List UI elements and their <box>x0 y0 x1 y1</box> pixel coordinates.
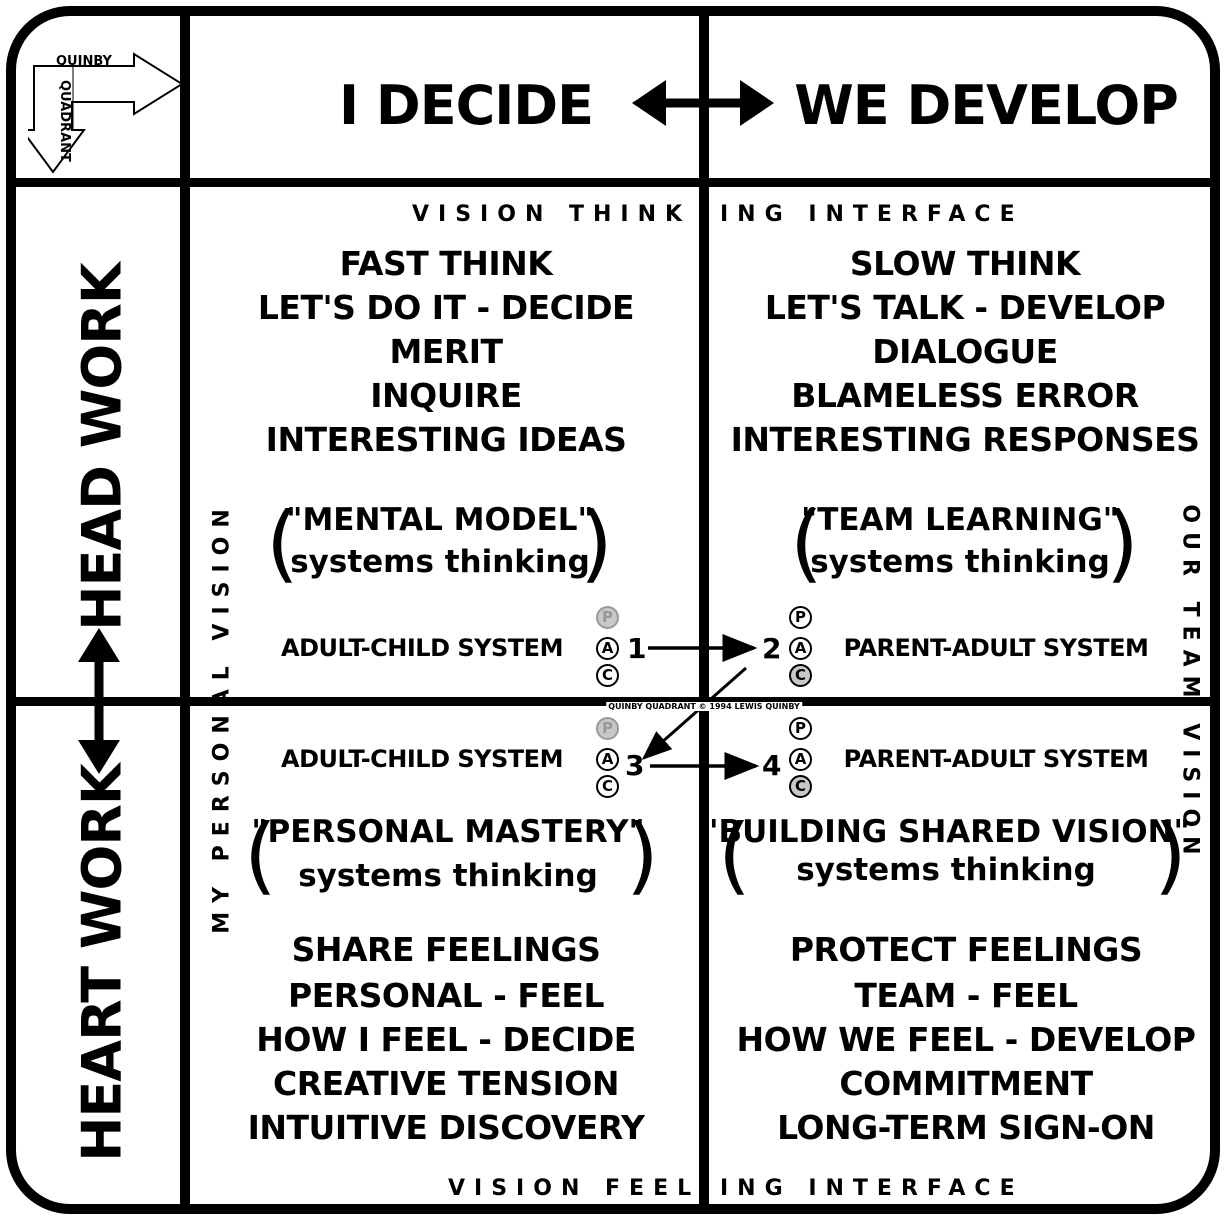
tr-item-2: LET'S TALK - DEVELOP <box>764 288 1166 327</box>
header-we-develop: WE DEVELOP <box>794 74 1179 137</box>
tl-model-title: "MENTAL MODEL" <box>286 502 594 538</box>
bl-model-sub: systems thinking <box>298 858 598 894</box>
double-arrow-horizontal-icon <box>632 80 774 126</box>
label-ing-interface-top: ING INTERFACE <box>720 202 1024 227</box>
br-item-3: HOW WE FEEL - DEVELOP <box>736 1020 1196 1059</box>
tr-close-paren: ) <box>1106 494 1139 592</box>
header-i-decide: I DECIDE <box>338 74 594 137</box>
tl-item-3: MERIT <box>389 332 503 371</box>
tl-close-paren: ) <box>580 494 613 592</box>
bl-item-3: HOW I FEEL - DECIDE <box>256 1020 636 1059</box>
horizontal-divider-middle <box>12 697 1220 706</box>
pac-1-number: 1 <box>627 632 647 665</box>
pac-2-adult: A <box>789 637 812 660</box>
tl-item-2: LET'S DO IT - DECIDE <box>257 288 635 327</box>
tr-item-4: BLAMELESS ERROR <box>791 376 1139 415</box>
pac-1-parent: P <box>596 606 619 629</box>
tr-model-title: "TEAM LEARNING" <box>801 502 1119 538</box>
br-close-paren: ) <box>1154 806 1187 904</box>
tr-item-3: DIALOGUE <box>872 332 1058 371</box>
bl-item-5: INTUITIVE DISCOVERY <box>247 1108 645 1147</box>
tl-system: ADULT-CHILD SYSTEM <box>281 634 563 662</box>
bl-close-paren: ) <box>626 806 659 904</box>
tl-item-5: INTERESTING IDEAS <box>265 420 627 459</box>
tl-item-4: INQUIRE <box>370 376 522 415</box>
tr-model-sub: systems thinking <box>810 544 1110 580</box>
tl-open-paren: ( <box>266 494 299 592</box>
pac-4-child: C <box>789 775 812 798</box>
horizontal-divider-header <box>12 178 1220 187</box>
pac-2-parent: P <box>789 606 812 629</box>
diagram-frame <box>6 6 1220 1214</box>
double-arrow-vertical-icon <box>78 628 120 774</box>
copyright-notice: QUINBY QUADRANT © 1994 LEWIS QUINBY <box>606 702 802 711</box>
tr-open-paren: ( <box>790 494 823 592</box>
pac-2-number: 2 <box>762 632 782 665</box>
bl-model-title: "PERSONAL MASTERY" <box>251 814 645 850</box>
pac-3-parent: P <box>596 717 619 740</box>
label-vision-think: VISION THINK <box>412 202 692 227</box>
tr-system: PARENT-ADULT SYSTEM <box>843 634 1149 662</box>
pac-3-number: 3 <box>625 749 645 782</box>
bl-system: ADULT-CHILD SYSTEM <box>281 745 563 773</box>
tl-item-1: FAST THINK <box>339 244 553 283</box>
bl-item-1: SHARE FEELINGS <box>291 930 601 969</box>
tl-model-sub: systems thinking <box>290 544 590 580</box>
br-system: PARENT-ADULT SYSTEM <box>843 745 1149 773</box>
vertical-divider-left <box>180 12 190 1212</box>
logo-text-quinby: QUINBY <box>56 54 112 69</box>
bl-open-paren: ( <box>244 806 277 904</box>
bl-item-4: CREATIVE TENSION <box>273 1064 619 1103</box>
tr-item-1: SLOW THINK <box>849 244 1081 283</box>
br-model-title: "BUILDING SHARED VISION" <box>702 814 1190 850</box>
bl-item-2: PERSONAL - FEEL <box>288 976 604 1015</box>
br-open-paren: ( <box>718 806 751 904</box>
label-ing-interface-bottom: ING INTERFACE <box>720 1176 1024 1201</box>
label-vision-feel: VISION FEEL <box>448 1176 701 1201</box>
pac-1-adult: A <box>596 637 619 660</box>
br-item-5: LONG-TERM SIGN-ON <box>777 1108 1155 1147</box>
arrow-2-to-3 <box>641 666 747 760</box>
pac-1-child: C <box>596 664 619 687</box>
pac-4-number: 4 <box>762 749 782 782</box>
pac-4-adult: A <box>789 748 812 771</box>
pac-3-child: C <box>596 775 619 798</box>
pac-2-child: C <box>789 664 812 687</box>
br-item-1: PROTECT FEELINGS <box>789 930 1143 969</box>
br-model-sub: systems thinking <box>796 852 1096 888</box>
br-item-4: COMMITMENT <box>839 1064 1093 1103</box>
tr-item-5: INTERESTING RESPONSES <box>730 420 1200 459</box>
vertical-divider-center <box>699 12 709 1212</box>
pac-3-adult: A <box>596 748 619 771</box>
pac-4-parent: P <box>789 717 812 740</box>
br-item-2: TEAM - FEEL <box>854 976 1078 1015</box>
